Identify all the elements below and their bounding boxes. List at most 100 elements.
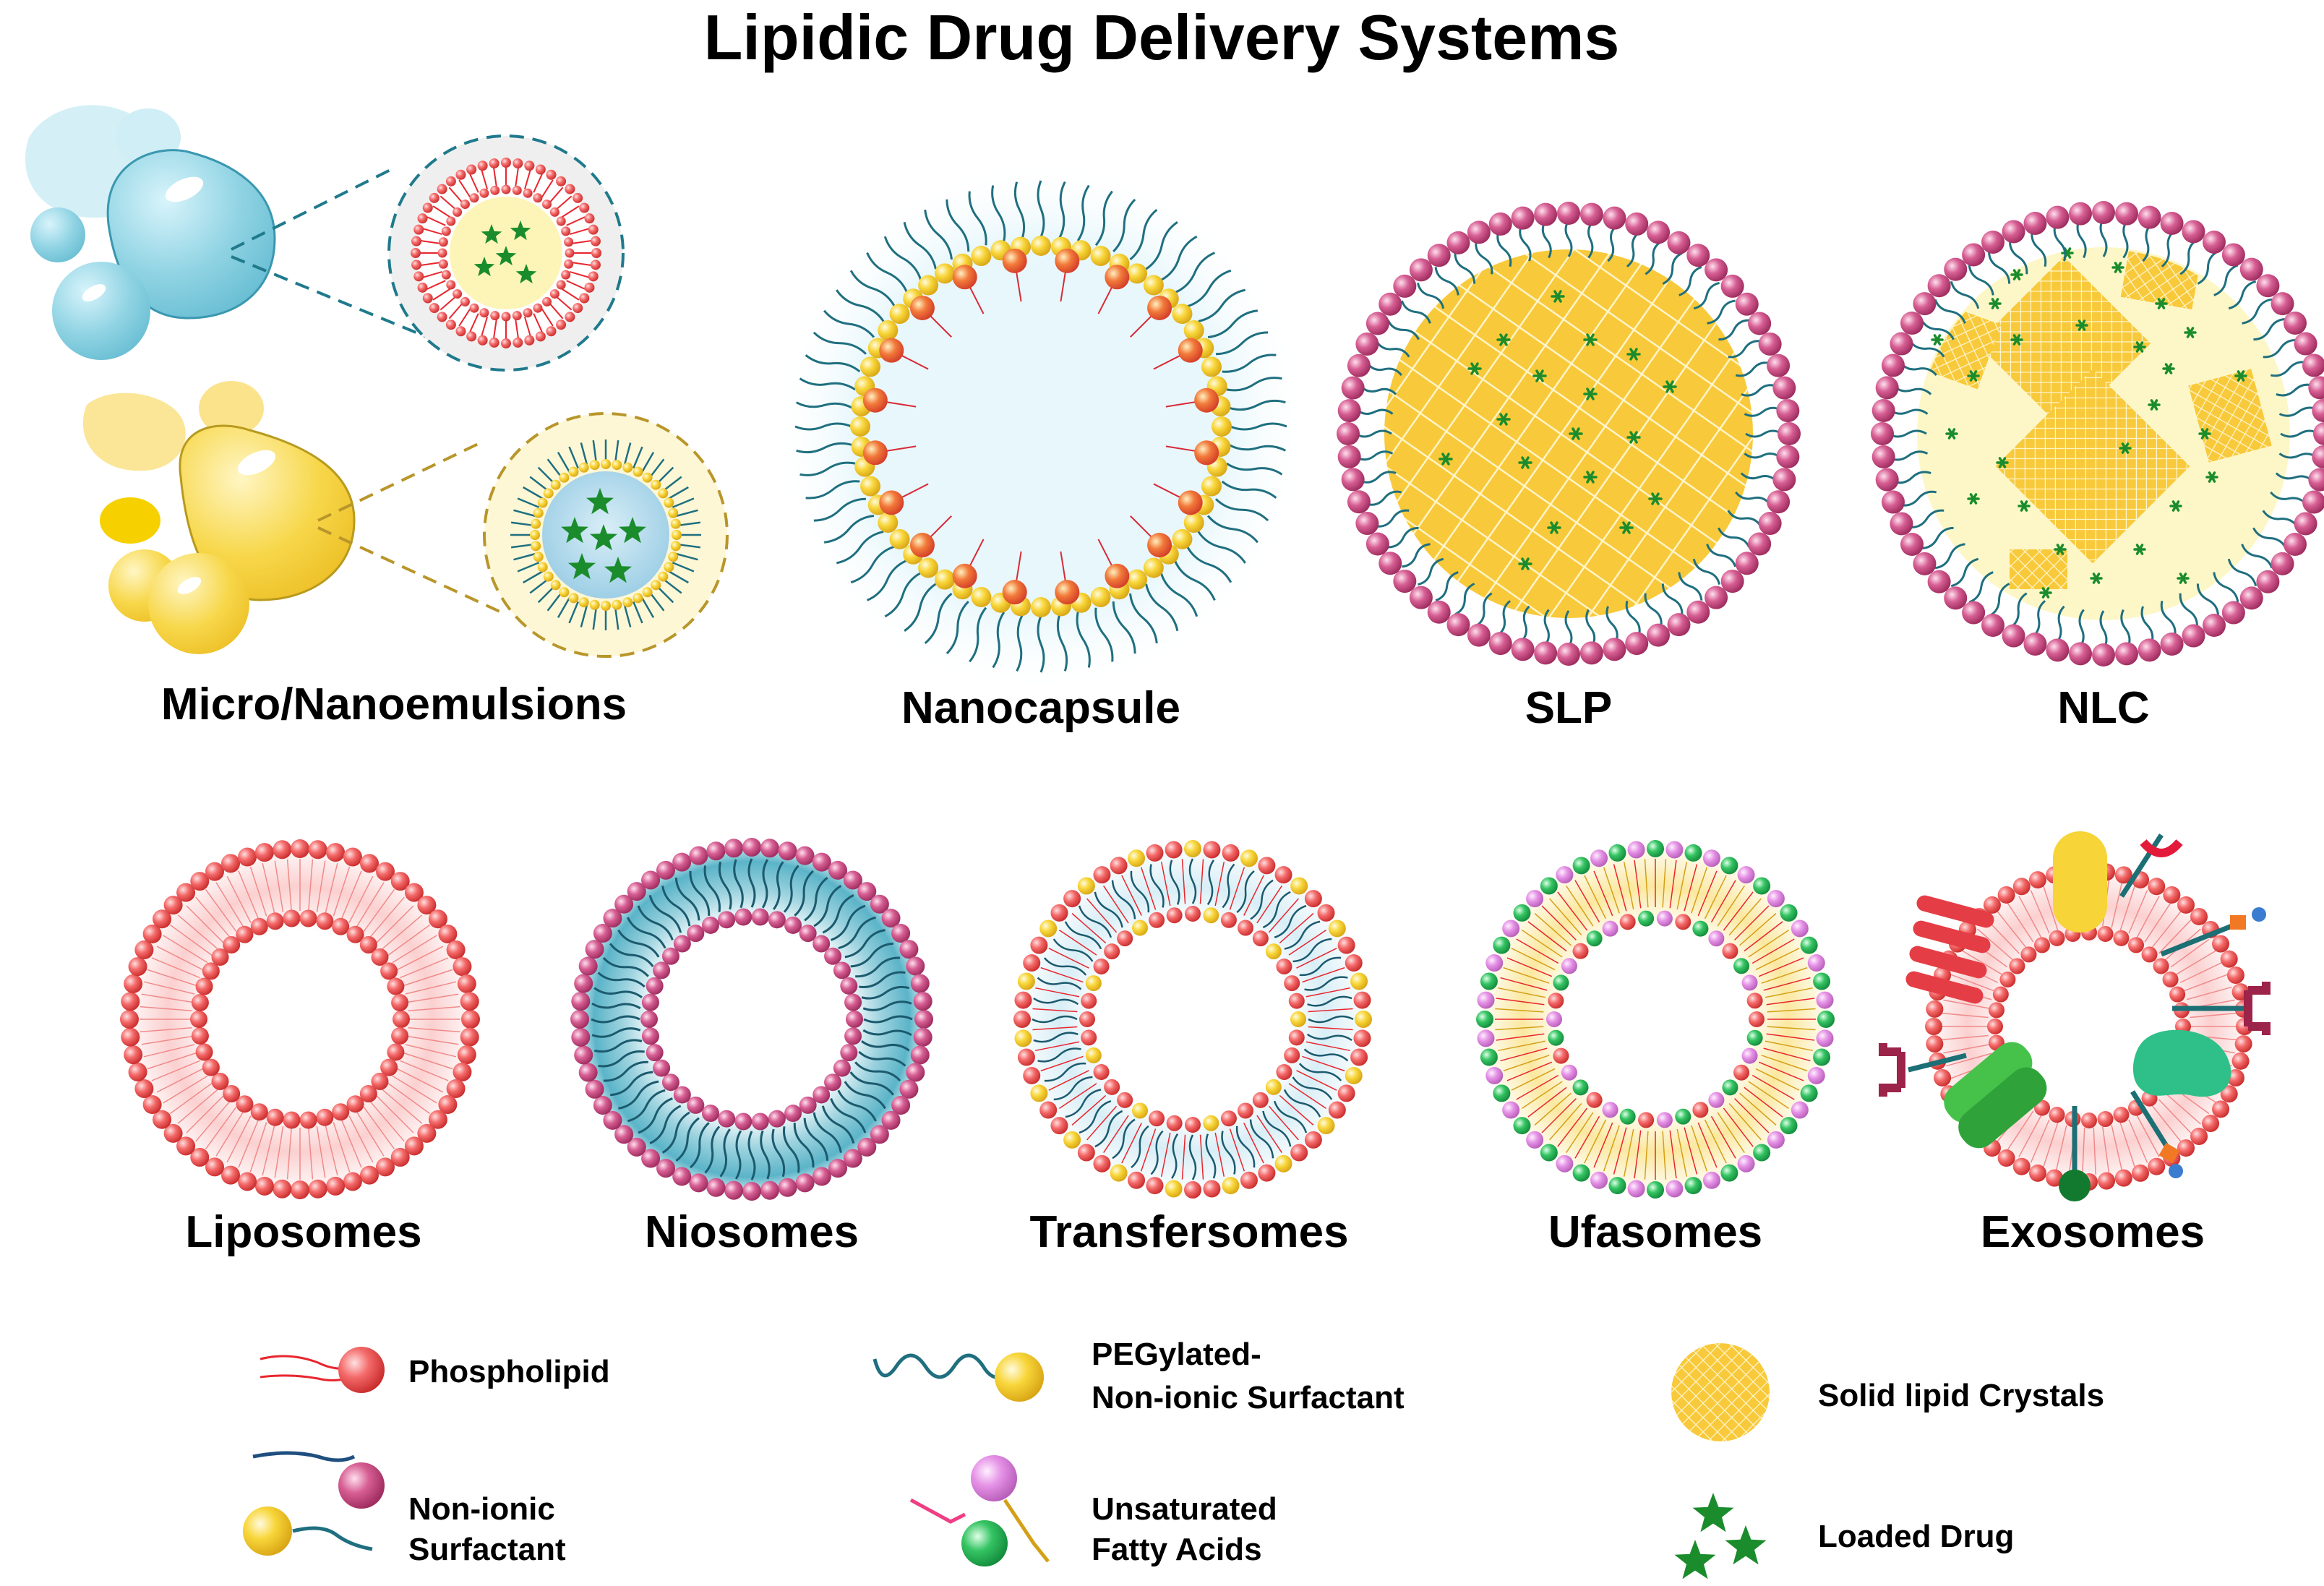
- lipid-head: [1105, 265, 1130, 290]
- lipid-head: [1276, 1064, 1292, 1080]
- lipid-head: [651, 479, 661, 490]
- lipid-head: [2034, 1100, 2050, 1116]
- lipid-head: [359, 1165, 379, 1185]
- lipid-head: [1166, 1115, 1183, 1131]
- exosome-protein-teal: [2132, 1029, 2231, 1097]
- lipid-head: [573, 192, 583, 203]
- lipid-head: [1511, 206, 1535, 230]
- lipid-head: [590, 236, 601, 247]
- niosomes-illustration: [570, 838, 933, 1201]
- lipid-head: [1477, 1029, 1495, 1047]
- lipid-head: [784, 916, 802, 934]
- drug-dot: [2179, 573, 2187, 584]
- lipid-head: [1110, 857, 1128, 875]
- lipid-head: [1203, 1180, 1221, 1198]
- lipid-head: [1284, 1047, 1300, 1063]
- lipid-head: [2312, 399, 2324, 423]
- lipid-head: [878, 320, 899, 340]
- lipid-head: [1944, 257, 1968, 281]
- lipid-head: [236, 925, 254, 943]
- lipid-head: [371, 1072, 389, 1090]
- lipid-head: [843, 1149, 862, 1168]
- lipid-head: [326, 843, 346, 862]
- lipid-head: [843, 870, 862, 890]
- lipid-head: [1077, 877, 1095, 895]
- legend-unsaturated-fatty-acids-icon: [909, 1455, 1050, 1566]
- lipid-head: [891, 1096, 911, 1115]
- lipid-head: [1692, 1102, 1709, 1118]
- legend-peg-surfactant-icon: [872, 1353, 1044, 1402]
- lipid-head: [453, 289, 463, 299]
- label-transfersomes: Transfersomes: [1029, 1207, 1348, 1257]
- lipid-head: [1002, 580, 1027, 605]
- lipid-head: [1767, 890, 1785, 908]
- lipid-head: [120, 1010, 139, 1029]
- lipid-head: [537, 497, 548, 508]
- lipid-head: [1222, 844, 1240, 862]
- lipid-head: [812, 1086, 831, 1104]
- drug-dot: [1651, 492, 1660, 505]
- lipid-head: [687, 925, 705, 943]
- lipid-head: [490, 311, 500, 321]
- lipid-head: [1722, 1079, 1738, 1096]
- lipid-head: [1252, 1092, 1269, 1108]
- drug-dot: [2171, 500, 2180, 512]
- lipid-head: [574, 1045, 593, 1065]
- lipid-head: [561, 226, 571, 236]
- lipid-head: [1962, 601, 1986, 625]
- lipid-head: [437, 312, 447, 322]
- lipid-head: [2177, 896, 2195, 914]
- lipid-head: [870, 1125, 889, 1144]
- lipid-head: [1546, 1011, 1562, 1027]
- label-exosomes: Exosomes: [1981, 1207, 2205, 1257]
- lipid-head: [1149, 1110, 1165, 1127]
- drug-dot: [2041, 587, 2050, 599]
- lipid-head: [778, 841, 797, 861]
- drug-dot: [1933, 334, 1942, 346]
- lipid-head: [543, 488, 554, 499]
- lipid-head: [1149, 912, 1165, 928]
- exosome-receptor-maroon: [2244, 982, 2271, 1035]
- lipid-head: [614, 894, 634, 914]
- lipid-head: [2239, 257, 2263, 281]
- lipid-head: [593, 924, 612, 943]
- drug-dot: [2200, 428, 2209, 440]
- lipid-head: [501, 158, 511, 168]
- lipid-head: [524, 335, 535, 346]
- lipid-head: [2153, 958, 2169, 974]
- lipid-head: [236, 1095, 254, 1113]
- lipid-head: [1093, 866, 1111, 884]
- lipid-head: [1143, 557, 1164, 578]
- lipid-head: [1178, 490, 1203, 515]
- lipid-head: [2046, 205, 2070, 229]
- lipid-head: [1608, 844, 1626, 862]
- lipid-head: [1185, 906, 1201, 922]
- lipid-head: [191, 1027, 209, 1045]
- lipid-head: [1077, 1144, 1095, 1162]
- lipid-head: [651, 580, 661, 591]
- lipid-head: [446, 940, 466, 960]
- lipid-head: [1265, 943, 1282, 960]
- lipid-head: [857, 882, 877, 901]
- lipid-head: [706, 841, 726, 861]
- lipid-head: [332, 917, 350, 935]
- lipid-head: [1178, 338, 1203, 363]
- lipid-head: [446, 216, 456, 226]
- lipid-head: [250, 917, 268, 935]
- lipid-head: [1093, 1154, 1111, 1173]
- lipid-head: [2190, 907, 2208, 925]
- lipid-head: [1085, 975, 1102, 992]
- lipid-head: [404, 1136, 424, 1156]
- drug-dot: [2164, 363, 2173, 374]
- lipid-head: [1485, 1066, 1504, 1084]
- lipid-head: [1194, 440, 1219, 466]
- lipid-head: [190, 1011, 207, 1028]
- lipid-head: [658, 571, 669, 582]
- lipid-head: [1166, 907, 1183, 924]
- lipid-head: [390, 872, 410, 891]
- lipid-head: [283, 909, 301, 927]
- lipid-head: [1467, 623, 1491, 647]
- lipid-head: [316, 912, 334, 930]
- lipid-head: [812, 935, 831, 953]
- lipid-head: [221, 1165, 241, 1185]
